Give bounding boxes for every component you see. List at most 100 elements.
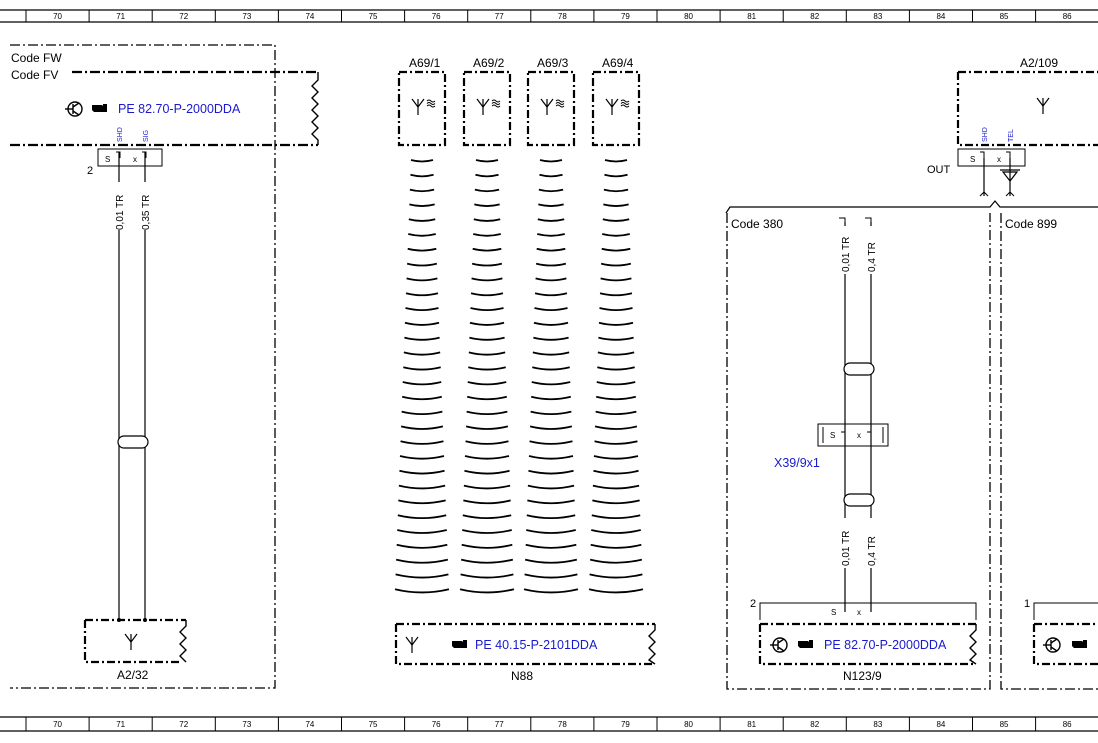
coax-mark (400, 425, 444, 430)
out-label: OUT (927, 164, 951, 176)
coax-mark (535, 262, 567, 267)
left-section: Code FW Code FV PE 82.70-P-2000DDA SHD S… (10, 44, 319, 689)
ruler-bottom-label-9: 79 (621, 720, 630, 729)
coax-mark (592, 499, 640, 505)
pin-s-right: S (970, 155, 975, 164)
wire-label-6: 0,4 TR (867, 536, 878, 566)
antenna-label-1: A69/1 (409, 56, 441, 70)
coax-mark (464, 455, 510, 460)
coax-mark (467, 381, 507, 386)
antenna-module-box-4 (591, 70, 641, 147)
code-899-label: Code 899 (1005, 217, 1057, 231)
ruler-top-label-9: 79 (621, 12, 630, 21)
n123-ref-link[interactable]: PE 82.70-P-2000DDA (824, 638, 947, 652)
coax-mark (528, 469, 574, 475)
conn-x: x (857, 431, 861, 440)
coax-mark (538, 188, 564, 193)
pointing-hand-icon-n88 (452, 640, 467, 648)
ruler-bottom-label-10: 80 (684, 720, 693, 729)
coax-mark (399, 469, 445, 475)
coax-mark (401, 395, 443, 401)
antenna-icon-3 (540, 98, 554, 116)
coax-mark (462, 514, 512, 520)
coax-mark (410, 173, 434, 178)
coax-mark (526, 529, 576, 534)
component-a2-32: A2/32 (117, 668, 149, 682)
coax-mark (604, 159, 628, 163)
coax-mark (409, 188, 435, 193)
left-ref-link[interactable]: PE 82.70-P-2000DDA (118, 102, 241, 116)
wire-label-1: 0,01 TR (115, 195, 126, 230)
coax-mark (527, 499, 575, 505)
component-a2-109: A2/109 (1020, 56, 1058, 70)
coax-mark (405, 307, 439, 311)
coax-mark (462, 529, 512, 534)
coax-mark (532, 351, 570, 356)
ruler-bottom-label-6: 76 (432, 720, 441, 729)
ruler-top-label-15: 85 (1000, 12, 1009, 21)
coax-mark (464, 469, 510, 475)
coax-mark (592, 484, 640, 490)
coax-mark (474, 188, 500, 193)
code-380-label: Code 380 (731, 217, 783, 231)
coax-mark (460, 558, 514, 564)
pin-s: S (105, 155, 110, 164)
coax-mark (596, 381, 636, 386)
coax-mark (396, 543, 448, 549)
ruler-bottom-label-0: 70 (53, 720, 62, 729)
coax-mark (409, 203, 435, 207)
coax-mark (404, 336, 440, 341)
pin-x-right: x (997, 155, 1001, 164)
wire-label-5: 0,01 TR (841, 531, 852, 566)
coax-mark (598, 336, 634, 341)
ruler-top-label-5: 75 (369, 12, 378, 21)
ruler-bottom-label-12: 82 (810, 720, 819, 729)
coax-mark (395, 573, 449, 579)
coax-mark (591, 514, 641, 520)
coax-mark (401, 410, 443, 416)
coax-mark (475, 173, 499, 178)
coax-mark (468, 366, 506, 371)
ruler-top-label-1: 71 (116, 12, 125, 21)
coax-mark (539, 173, 563, 178)
coax-mark (599, 292, 633, 297)
coax-mark (471, 262, 503, 267)
connector-x39 (817, 423, 889, 447)
code-fv-label: Code FV (11, 68, 58, 82)
conn-s: S (830, 431, 835, 440)
ruler-bottom-label-5: 75 (369, 720, 378, 729)
coax-mark (530, 410, 572, 416)
control-unit-icon-n123 (769, 637, 788, 653)
coax-mark (527, 484, 575, 490)
ruler-bottom-label-8: 78 (558, 720, 567, 729)
coax-mark (469, 336, 505, 341)
n88-ref-link[interactable]: PE 40.15-P-2101DDA (475, 638, 598, 652)
control-unit-icon-899 (1042, 637, 1061, 653)
middle-section: A69/1 A69/2 A69/3 A69/4 PE 40.15-P-2101D… (394, 56, 656, 683)
coax-mark (595, 395, 637, 401)
coax-mark (399, 455, 445, 460)
coax-mark (604, 173, 628, 178)
shd-label-right: SHD (982, 127, 989, 142)
coax-mark (534, 292, 568, 297)
coax-mark (533, 336, 569, 341)
coax-mark (535, 277, 567, 282)
coax-mark (472, 247, 502, 252)
coax-mark (594, 425, 638, 430)
shield-marker-right-2 (843, 493, 875, 507)
coax-mark (530, 395, 572, 401)
control-unit-icon (64, 101, 83, 117)
coax-mark (533, 321, 569, 326)
coax-mark (603, 203, 629, 207)
coax-mark (600, 277, 632, 282)
coax-mark (470, 307, 504, 311)
coax-mark (475, 159, 499, 163)
coax-mark (529, 440, 573, 445)
coax-mark (603, 188, 629, 193)
code-fw-label: Code FW (11, 51, 62, 65)
coax-mark (408, 233, 436, 237)
coax-mark (589, 558, 643, 564)
ruler-top-label-12: 82 (810, 12, 819, 21)
ruler-bottom-label-13: 83 (873, 720, 882, 729)
